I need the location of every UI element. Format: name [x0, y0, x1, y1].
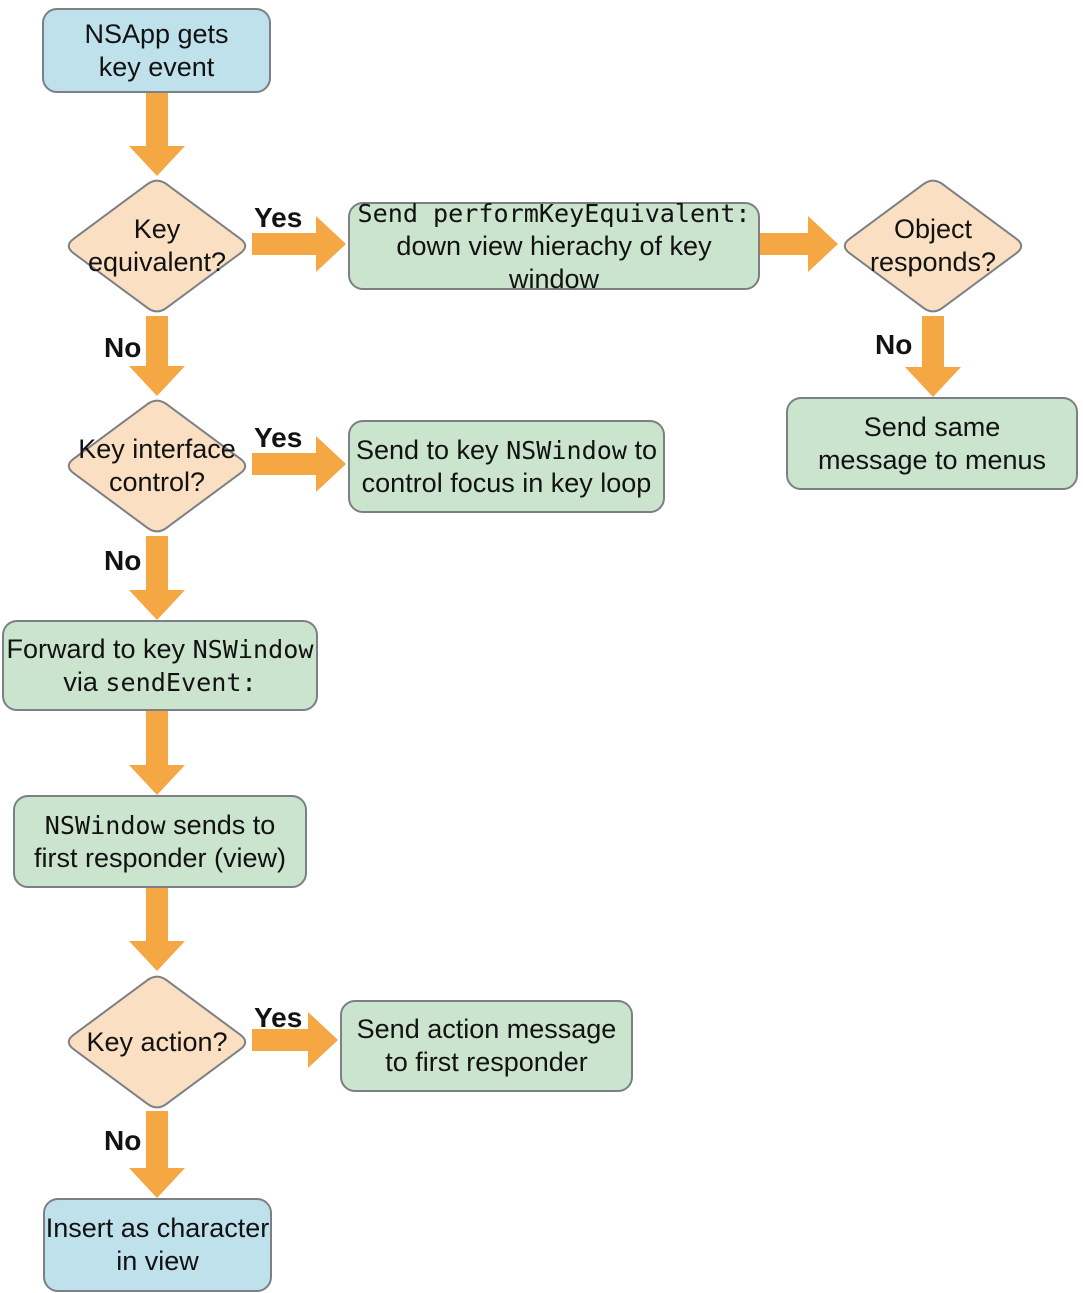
node-nswindow-sends-to-first-responder: NSWindow sends to first responder (view): [13, 795, 307, 888]
node-send-to-key-nswindow: Send to key NSWindow to control focus in…: [348, 420, 665, 513]
edge-label-no-key-action: No: [104, 1125, 142, 1156]
arrow-key-interface-control-yes: [252, 436, 346, 492]
node-send-performkeyequivalent: Send performKeyEquivalent: down view hie…: [348, 199, 760, 294]
node-text-line: message to menus: [817, 444, 1047, 475]
arrow-key-action-yes: [252, 1012, 338, 1068]
node-text-line: Send action message: [356, 1014, 617, 1044]
arrow-forward-to-nswindow-sends: [129, 711, 185, 795]
node-insert-as-character: Insert as character in view: [43, 1198, 272, 1292]
edge-label-yes-key-interface-control: Yes: [254, 422, 303, 453]
arrow-nsapp-to-key-equivalent: [129, 93, 185, 176]
node-text-line: Send performKeyEquivalent:: [357, 198, 751, 228]
node-send-same-message-to-menus: Send same message to menus: [786, 397, 1078, 490]
arrow-key-action-no: [129, 1111, 185, 1198]
node-text-line: control focus in key loop: [361, 467, 652, 498]
node-text-line: Forward to key NSWindow: [6, 633, 314, 664]
diamond-key-interface-control-shape: [67, 399, 247, 533]
arrow-key-equivalent-no: [129, 316, 185, 396]
diamond-key-equivalent-shape: [67, 179, 247, 313]
node-send-action-message: Send action message to first responder: [340, 1000, 633, 1092]
arrow-key-interface-control-no: [129, 536, 185, 620]
node-text-line: Insert as character: [45, 1213, 270, 1243]
arrow-performkeyequivalent-to-object-responds: [760, 216, 838, 272]
edge-label-yes-key-action: Yes: [254, 1002, 303, 1033]
node-text-line: Send same: [863, 411, 1001, 442]
node-text-line: key event: [98, 51, 215, 82]
node-text-line: in view: [116, 1246, 199, 1276]
arrow-nswindow-sends-to-key-action: [129, 888, 185, 971]
diamond-key-action-shape: [67, 975, 247, 1109]
node-text-line: to first responder: [385, 1047, 588, 1077]
edge-label-no-key-equivalent: No: [104, 332, 142, 363]
arrow-key-equivalent-yes: [252, 216, 346, 272]
diamond-object-responds-shape: [843, 179, 1023, 313]
edge-label-no-key-interface-control: No: [104, 545, 142, 576]
node-text-line: down view hierachy of key window: [396, 230, 712, 294]
node-nsapp-gets-key-event: NSApp gets key event: [42, 8, 271, 93]
arrow-object-responds-no: [905, 316, 961, 397]
edge-label-no-object-responds: No: [875, 329, 913, 360]
node-text-line: NSApp gets: [84, 18, 229, 49]
node-text-line: first responder (view): [33, 842, 287, 873]
node-text-line: via sendEvent:: [63, 666, 257, 697]
node-text-line: NSWindow sends to: [44, 809, 276, 840]
edge-label-yes-key-equivalent: Yes: [254, 202, 303, 233]
node-text-line: Send to key NSWindow to: [355, 434, 658, 465]
node-forward-to-key-nswindow: Forward to key NSWindow via sendEvent:: [2, 620, 318, 711]
